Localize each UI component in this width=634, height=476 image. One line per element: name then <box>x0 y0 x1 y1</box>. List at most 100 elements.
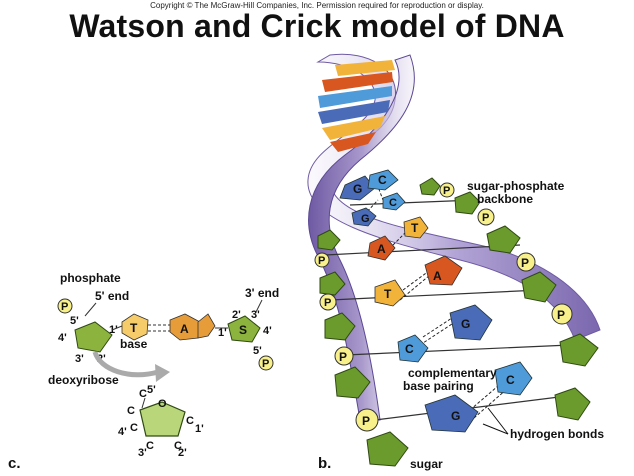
label-base-pairing: base pairing <box>403 379 474 393</box>
deoxyribose-ring <box>139 401 186 437</box>
phosphate-circle: P <box>439 182 455 198</box>
label-5-prime-end: 5' end <box>95 289 129 303</box>
panel-c-label: c. <box>8 455 21 472</box>
label-deoxyribose: deoxyribose <box>48 373 119 387</box>
svg-text:C: C <box>127 405 135 417</box>
base-a-2: A <box>367 235 396 261</box>
svg-text:5': 5' <box>253 345 262 357</box>
double-helix: G C G C T A A T <box>307 53 604 472</box>
rung <box>349 199 476 206</box>
svg-text:C: C <box>139 388 147 400</box>
svg-text:5': 5' <box>70 315 79 327</box>
base-g-2: G <box>351 207 377 227</box>
phosphate-circle: P <box>314 252 330 268</box>
svg-text:P: P <box>557 308 565 322</box>
sugar-pentagon <box>559 333 599 367</box>
svg-text:G: G <box>451 409 460 423</box>
base-c-3: C <box>397 334 429 363</box>
label-base: base <box>120 337 148 351</box>
base-t-3: T <box>374 279 406 307</box>
svg-text:G: G <box>361 213 370 225</box>
copyright-notice: Copyright © The McGraw-Hill Companies, I… <box>150 1 484 10</box>
svg-text:P: P <box>61 301 68 313</box>
svg-text:C: C <box>378 173 387 187</box>
svg-text:P: P <box>521 256 529 270</box>
label-complementary: complementary <box>408 366 497 380</box>
svg-text:C: C <box>506 373 515 387</box>
svg-text:T: T <box>411 221 419 235</box>
svg-text:3': 3' <box>138 447 147 459</box>
svg-text:C: C <box>389 197 397 209</box>
svg-text:O: O <box>158 398 167 410</box>
svg-text:A: A <box>377 242 386 256</box>
svg-text:3': 3' <box>251 309 260 321</box>
svg-text:P: P <box>482 212 489 224</box>
svg-text:5': 5' <box>147 384 156 396</box>
svg-text:2': 2' <box>178 447 187 459</box>
svg-text:1': 1' <box>109 324 118 336</box>
sugar-pentagon-s <box>227 315 261 343</box>
label-sugar: sugar <box>410 457 443 471</box>
svg-text:A: A <box>180 322 189 336</box>
svg-text:1': 1' <box>218 327 227 339</box>
svg-text:T: T <box>130 321 138 335</box>
phosphate-circle: P <box>516 252 536 272</box>
svg-text:P: P <box>339 350 347 364</box>
sugar-pentagon <box>334 366 371 399</box>
svg-text:3': 3' <box>75 353 84 365</box>
phosphates: P P P P P P P P <box>314 182 573 432</box>
rung <box>374 394 576 421</box>
svg-text:C: C <box>174 440 182 452</box>
base-c-2: C <box>382 192 406 211</box>
base-g-4: G <box>424 394 479 433</box>
hydrogen-bonds-pointer <box>487 407 509 435</box>
label-3-prime-end: 3' end <box>245 286 279 300</box>
sugar-pentagon <box>324 312 356 341</box>
rung <box>324 244 521 256</box>
svg-text:P: P <box>324 297 331 309</box>
label-backbone: backbone <box>477 192 533 206</box>
base-g-3: G <box>449 304 493 341</box>
sugar-pentagon-c <box>74 321 113 353</box>
svg-text:C: C <box>130 422 138 434</box>
base-c-4: C <box>494 361 533 396</box>
nucleotide-detail: phosphate P 5' end 5' 4' 1' 3' 2' T A 1'… <box>8 271 279 472</box>
svg-text:4': 4' <box>58 332 67 344</box>
panel-b-label: b. <box>318 455 331 472</box>
svg-text:S: S <box>239 323 247 337</box>
svg-text:2': 2' <box>232 309 241 321</box>
svg-text:T: T <box>384 287 392 301</box>
top-base-stack <box>318 60 395 152</box>
sugar-pentagon <box>419 177 441 196</box>
thymine-c: T <box>121 313 149 341</box>
phosphate-circle-c2: P <box>258 355 274 371</box>
zoom-arrow <box>92 351 159 378</box>
base-g-top: G <box>339 175 376 201</box>
label-phosphate: phosphate <box>60 271 121 285</box>
page-title: Watson and Crick model of DNA <box>69 8 565 44</box>
base-c-top: C <box>367 169 399 191</box>
phosphate-circle: P <box>319 293 337 311</box>
svg-text:C: C <box>146 440 154 452</box>
sugar-pentagon <box>554 387 591 421</box>
adenine-c: A <box>169 313 216 341</box>
sugar-pentagon <box>486 225 521 254</box>
hydrogen-bonds-pointer <box>482 423 509 435</box>
svg-text:4': 4' <box>118 426 127 438</box>
svg-text:P: P <box>362 414 370 428</box>
svg-text:G: G <box>461 317 470 331</box>
phosphate-circle-c: P <box>57 298 73 314</box>
svg-text:P: P <box>262 358 269 370</box>
phosphate-circle: P <box>355 408 379 432</box>
svg-text:C: C <box>186 415 194 427</box>
rung <box>344 344 571 356</box>
sugars <box>317 177 599 467</box>
svg-text:4': 4' <box>263 325 272 337</box>
sugar-pentagon <box>366 431 409 467</box>
label-hydrogen-bonds: hydrogen bonds <box>510 427 604 441</box>
rung <box>329 289 541 301</box>
rungs <box>324 199 576 421</box>
sugar-pentagon <box>521 271 557 303</box>
base-a-3: A <box>424 255 463 286</box>
